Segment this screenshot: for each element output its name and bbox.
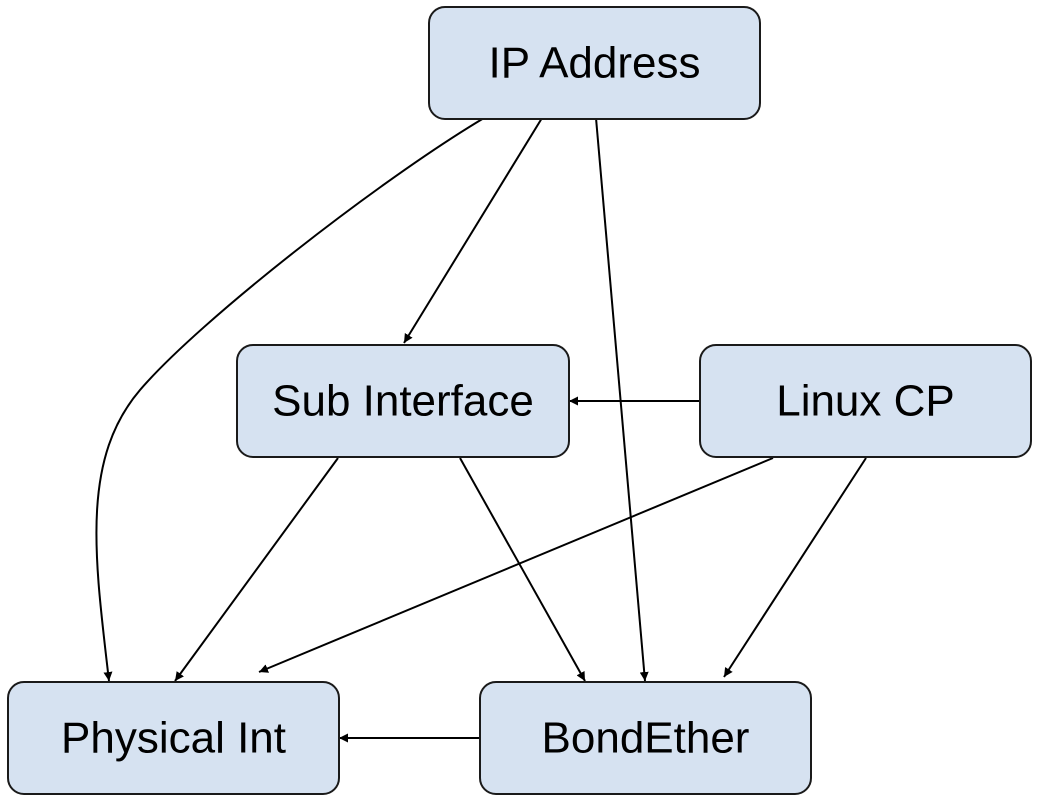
node-linux-cp-label: Linux CP bbox=[776, 377, 955, 426]
edges bbox=[95, 117, 867, 743]
node-linux-cp: Linux CP bbox=[699, 344, 1032, 458]
edge-sub-interface-to-physical-int bbox=[174, 457, 339, 682]
node-sub-interface: Sub Interface bbox=[236, 344, 570, 458]
node-sub-interface-label: Sub Interface bbox=[272, 377, 534, 426]
edge-ip-address-to-sub-interface bbox=[403, 117, 543, 344]
node-bond-ether-label: BondEther bbox=[542, 714, 750, 763]
node-ip-address-label: IP Address bbox=[489, 39, 701, 88]
node-sub-interface-box bbox=[236, 344, 570, 458]
edge-ip-address-to-bond-ether bbox=[595, 117, 649, 682]
node-physical-int-box bbox=[7, 681, 340, 795]
node-physical-int-label: Physical Int bbox=[61, 714, 286, 763]
node-bond-ether-box bbox=[479, 681, 812, 795]
edge-linux-cp-to-bond-ether bbox=[723, 457, 867, 678]
edge-ip-address-to-physical-int bbox=[95, 117, 485, 682]
node-physical-int: Physical Int bbox=[7, 681, 340, 795]
node-ip-address: IP Address bbox=[428, 6, 761, 120]
node-linux-cp-box bbox=[699, 344, 1032, 458]
node-bond-ether: BondEther bbox=[479, 681, 812, 795]
edge-sub-interface-to-bond-ether bbox=[459, 457, 586, 682]
node-ip-address-box bbox=[428, 6, 761, 120]
edge-linux-cp-to-physical-int bbox=[258, 457, 774, 673]
